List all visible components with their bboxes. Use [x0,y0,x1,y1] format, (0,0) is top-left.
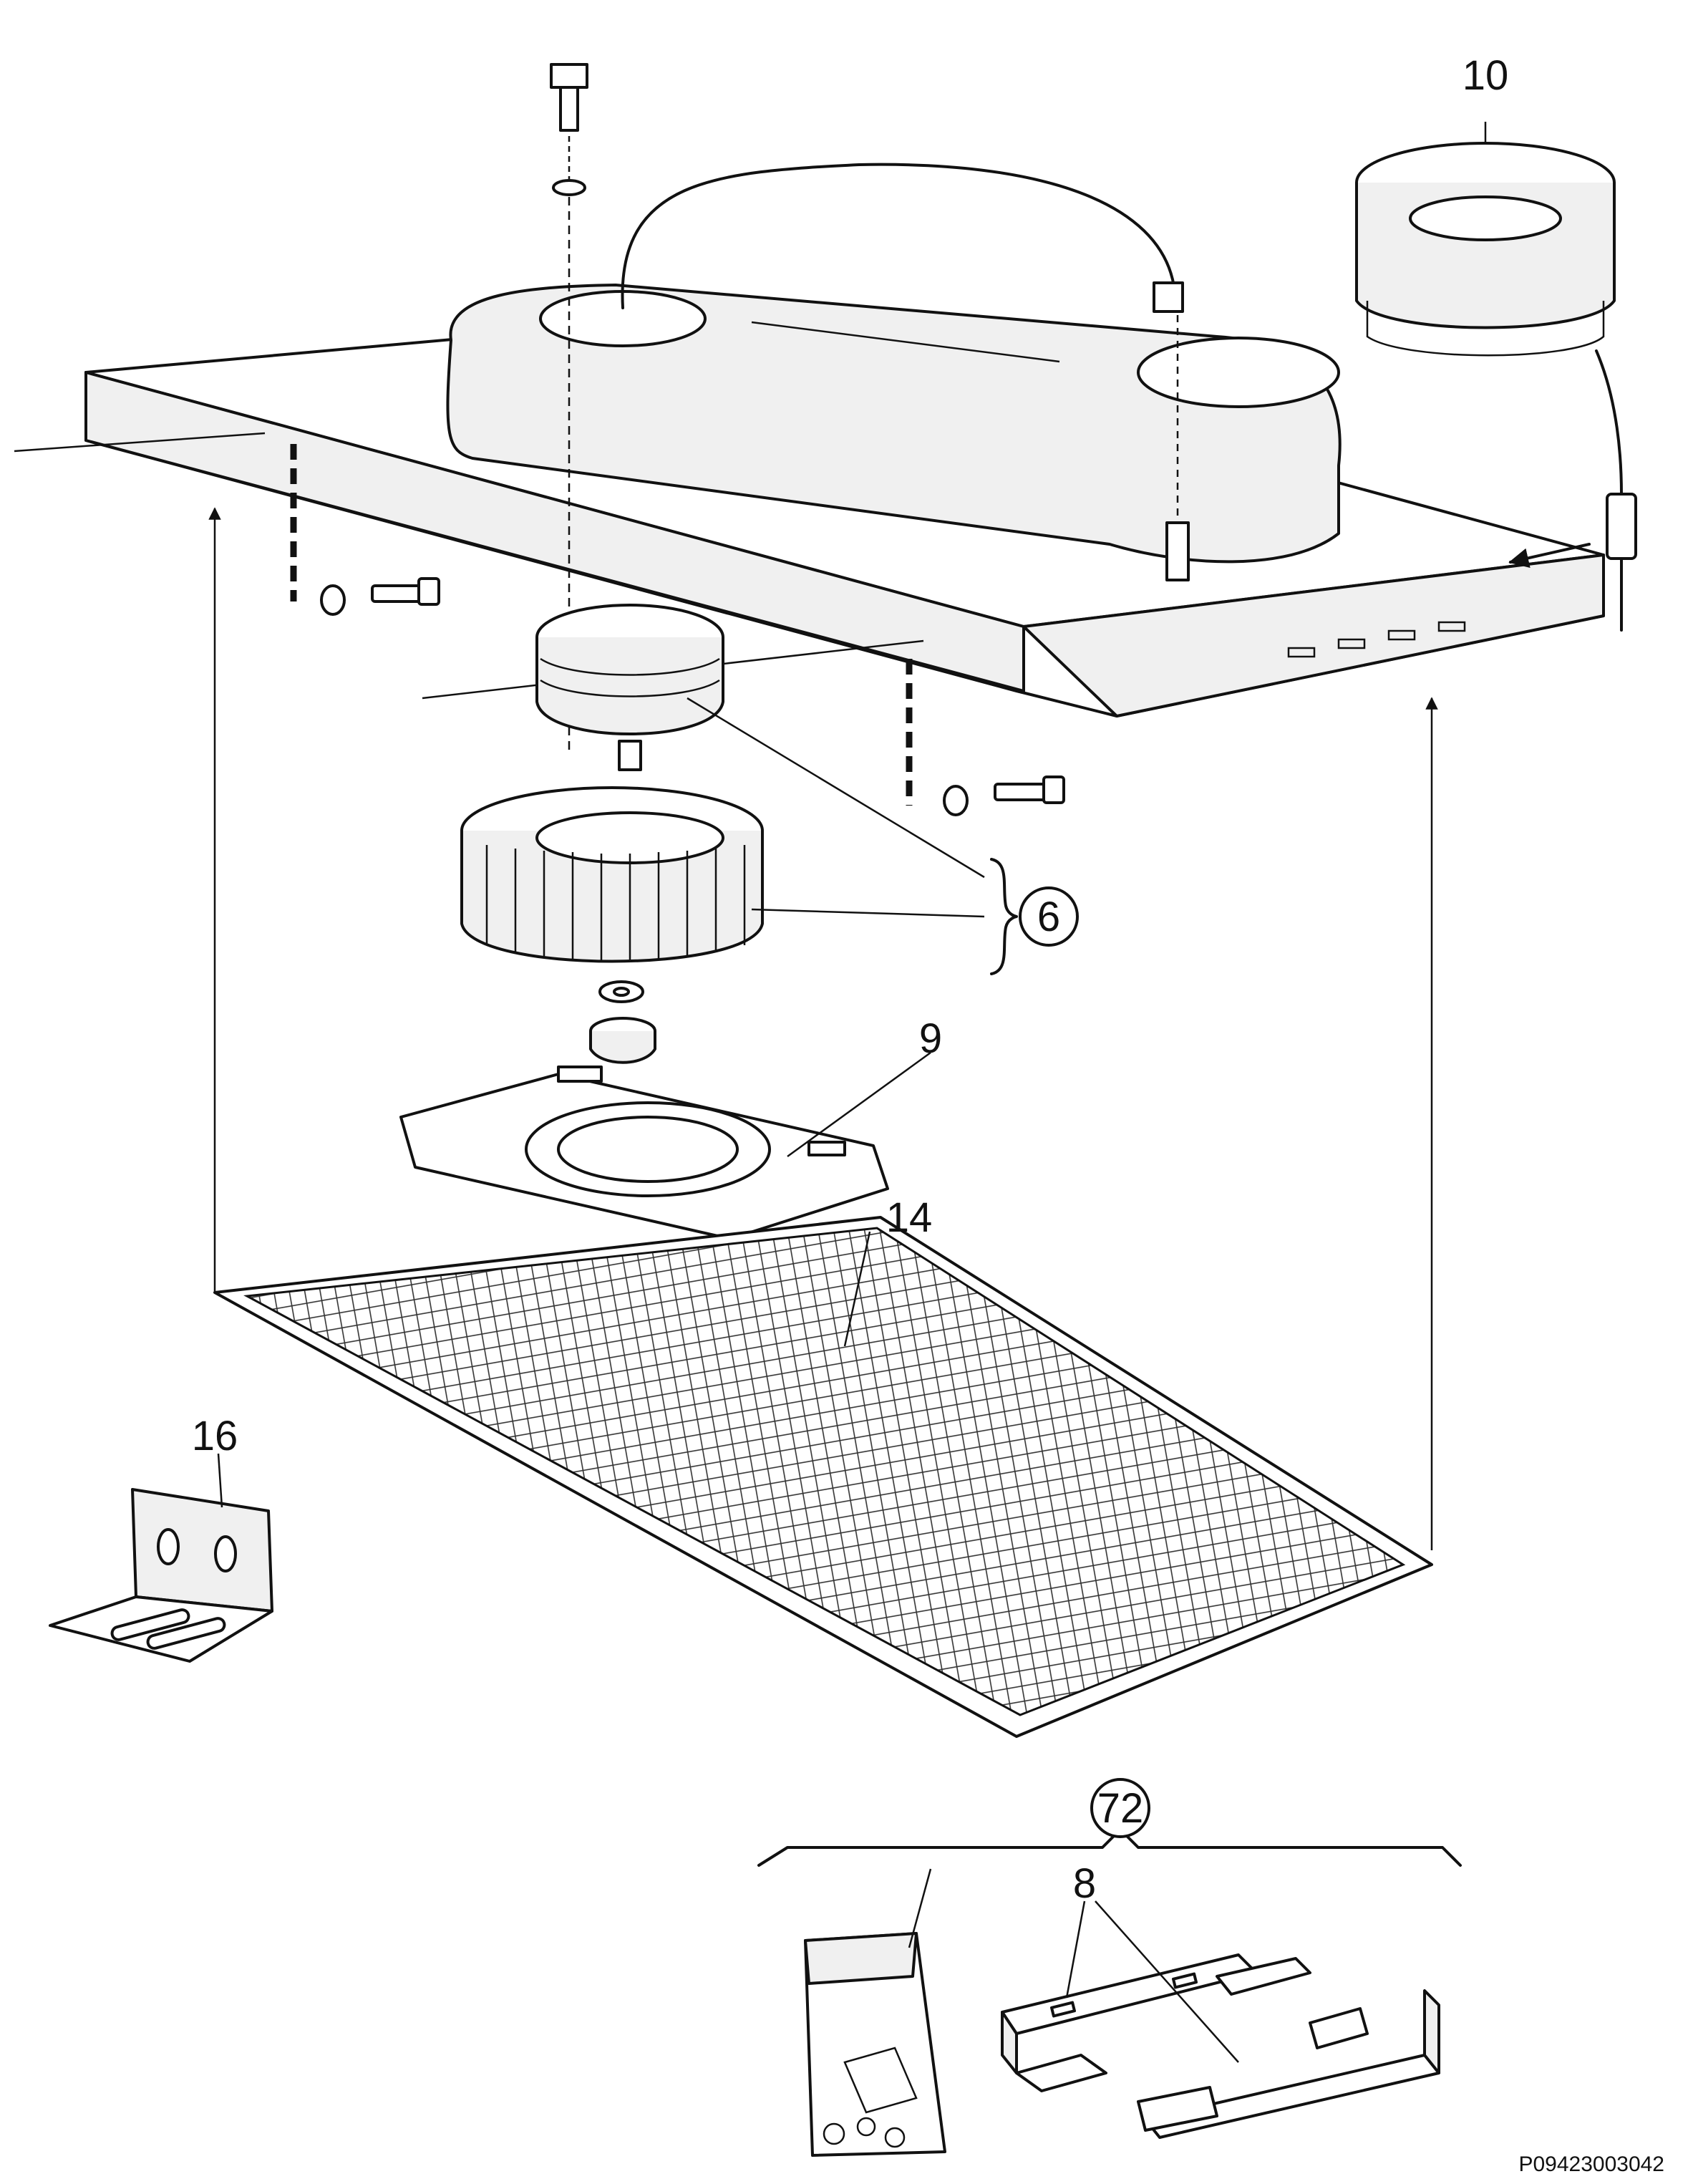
hood-body [14,314,1605,717]
part-6-circle [1019,886,1079,947]
part-label-72: 72 [1097,1785,1144,1832]
right-mount-screws [906,659,1065,816]
leader-lines [217,122,1487,2063]
assembly-arrows [208,507,1438,1550]
top-screw [550,63,588,752]
adapter-plate [399,1066,889,1240]
part-label-10: 10 [1463,52,1509,99]
blower-housing [446,163,1342,564]
part-label-14: 14 [886,1194,933,1241]
fan-wheel [460,786,764,963]
part-6-brace [990,858,1018,975]
motor [535,604,724,771]
left-mount-screws [290,444,440,616]
right-screw [1165,315,1190,581]
cable-connector [1508,349,1637,632]
part-label-9: 9 [919,1015,942,1062]
washer-nut [589,980,656,1064]
part-label-8: 8 [1073,1860,1096,1907]
fan-blades [485,845,746,961]
screw-bag [804,1932,946,2157]
part-label-6: 6 [1037,894,1060,940]
drawing-code: P09423003042 [1518,2152,1664,2176]
part-72-circle [1090,1778,1150,1838]
grease-filter [213,1216,1433,1738]
mounting-brackets [1001,1953,1440,2139]
wall-bracket [49,1488,273,1663]
part-label-16: 16 [192,1413,238,1459]
vent-slots [1287,621,1466,658]
duct-collar [1355,142,1616,357]
